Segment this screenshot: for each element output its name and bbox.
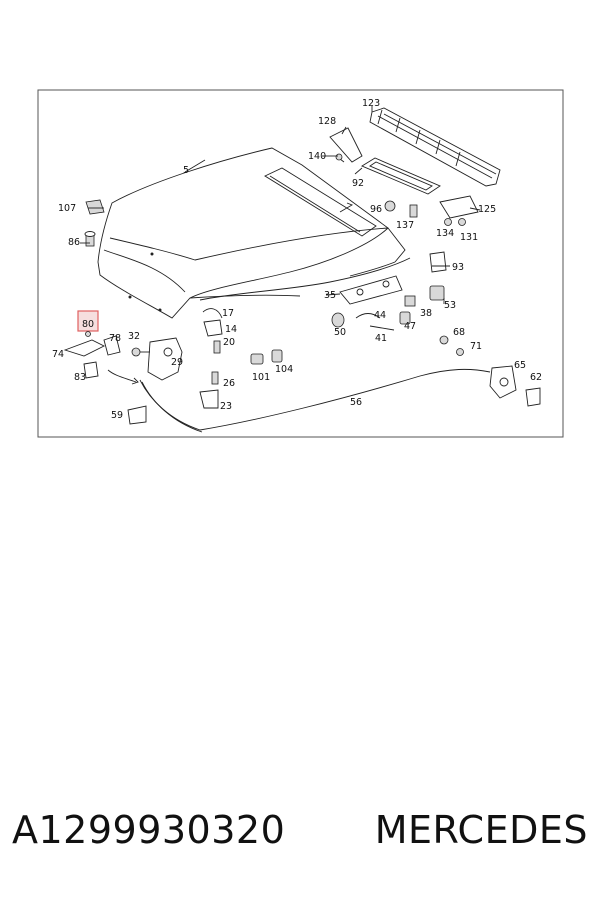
- callout-14: 14: [225, 324, 237, 335]
- latch-assembly-74: [63, 331, 139, 385]
- callout-93: 93: [452, 262, 464, 273]
- cover-93: [429, 251, 447, 273]
- callout-83: 83: [74, 372, 86, 383]
- callout-29: 29: [171, 357, 183, 368]
- callout-68: 68: [453, 327, 465, 338]
- rod-41: [369, 325, 395, 331]
- callout-134: 134: [436, 228, 454, 239]
- callout-35: 35: [324, 290, 336, 301]
- callout-41: 41: [375, 333, 387, 344]
- hinge-35: [339, 275, 403, 305]
- callout-38: 38: [420, 308, 432, 319]
- bracket-14: [203, 319, 223, 337]
- clip-62: [525, 387, 541, 407]
- callout-140: 140: [308, 151, 326, 162]
- callout-123: 123: [362, 98, 380, 109]
- callout-23: 23: [220, 401, 232, 412]
- cable-56: [139, 368, 491, 433]
- callout-5: 5: [183, 165, 189, 176]
- brand-name: MERCEDES: [374, 808, 588, 852]
- callout-80: 80: [82, 319, 94, 330]
- bolt-137: [409, 204, 418, 218]
- seal-frame-92: [361, 157, 441, 195]
- callout-96: 96: [370, 204, 382, 215]
- callout-131: 131: [460, 232, 478, 243]
- callout-86: 86: [68, 237, 80, 248]
- leader-lines: [80, 106, 481, 304]
- highlight-box-80: [77, 310, 99, 332]
- callout-62: 62: [530, 372, 542, 383]
- part-number: A1299930320: [12, 808, 286, 852]
- stop-86: [84, 231, 96, 247]
- callout-128: 128: [318, 116, 336, 127]
- callout-56: 56: [350, 397, 362, 408]
- callout-78: 78: [109, 333, 121, 344]
- callout-20: 20: [223, 337, 235, 348]
- bumper-107: [85, 199, 105, 215]
- bolt-26: [211, 371, 219, 385]
- callout-71: 71: [470, 341, 482, 352]
- lock-29: [131, 337, 183, 381]
- bolt-134: [444, 218, 452, 226]
- callout-53: 53: [444, 300, 456, 311]
- callout-65: 65: [514, 360, 526, 371]
- bolt-68: [439, 335, 449, 345]
- nut-71: [456, 348, 464, 356]
- callout-137: 137: [396, 220, 414, 231]
- callout-107: 107: [58, 203, 76, 214]
- cap-47: [399, 311, 411, 325]
- bolt-131: [458, 218, 466, 226]
- spring-44: [355, 313, 381, 319]
- clip-17: [202, 308, 223, 319]
- holder-59: [127, 405, 147, 425]
- diagram-frame: [37, 89, 564, 438]
- callout-50: 50: [334, 327, 346, 338]
- bracket-23: [199, 389, 219, 409]
- bushing-50: [331, 312, 345, 328]
- hinge-125: [439, 195, 479, 219]
- callout-17: 17: [222, 308, 234, 319]
- callout-44: 44: [374, 310, 386, 321]
- callout-92: 92: [352, 178, 364, 189]
- callout-104: 104: [275, 364, 293, 375]
- trim-strip-123: [369, 107, 501, 187]
- latch-65: [489, 365, 517, 399]
- callout-59: 59: [111, 410, 123, 421]
- bumper-53: [429, 285, 445, 301]
- callout-74: 74: [52, 349, 64, 360]
- callout-32: 32: [128, 331, 140, 342]
- callout-26: 26: [223, 378, 235, 389]
- callout-101: 101: [252, 372, 270, 383]
- callout-47: 47: [404, 321, 416, 332]
- clip-38: [404, 295, 416, 307]
- callout-125: 125: [478, 204, 496, 215]
- bracket-128: [329, 127, 363, 163]
- clip-104: [271, 349, 283, 363]
- caption-bar: A1299930320 MERCEDES: [0, 808, 600, 858]
- nut-96: [384, 200, 396, 212]
- bolt-20: [213, 340, 221, 354]
- hood-panel: [97, 147, 411, 319]
- clip-101: [250, 353, 264, 365]
